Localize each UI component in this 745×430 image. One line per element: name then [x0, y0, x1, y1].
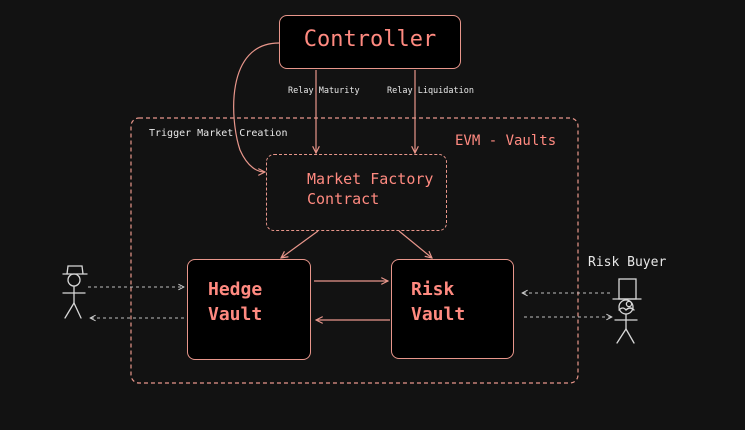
trigger-market-creation-label: Trigger Market Creation — [149, 128, 288, 139]
factory-to-risk-arrow — [398, 230, 432, 258]
controller-node: Controller — [279, 15, 461, 69]
relay-maturity-label: Relay Maturity — [288, 86, 360, 96]
risk-vault-node: Risk Vault — [391, 259, 514, 359]
market-factory-label-line1: Market Factory — [307, 170, 434, 188]
hedge-vault-node: Hedge Vault — [187, 259, 311, 360]
evm-vaults-boundary — [130, 117, 579, 384]
factory-to-hedge-arrow — [281, 230, 319, 258]
market-factory-label-line2: Contract — [307, 190, 380, 208]
risk-vault-label-line1: Risk — [411, 279, 455, 300]
hedge-vault-label-line2: Vault — [208, 304, 263, 325]
risk-buyer-figure-icon — [612, 278, 642, 344]
market-factory-node: Market Factory Contract — [266, 154, 447, 231]
trigger-arrow — [233, 42, 280, 172]
risk-vault-label-line2: Vault — [411, 304, 466, 325]
risk-buyer-label: Risk Buyer — [588, 255, 667, 270]
controller-label: Controller — [303, 27, 437, 52]
relay-liquidation-label: Relay Liquidation — [387, 86, 474, 96]
evm-vaults-label: EVM - Vaults — [455, 133, 557, 149]
hedger-figure-icon — [62, 265, 88, 319]
hedge-vault-label-line1: Hedge — [208, 279, 263, 300]
